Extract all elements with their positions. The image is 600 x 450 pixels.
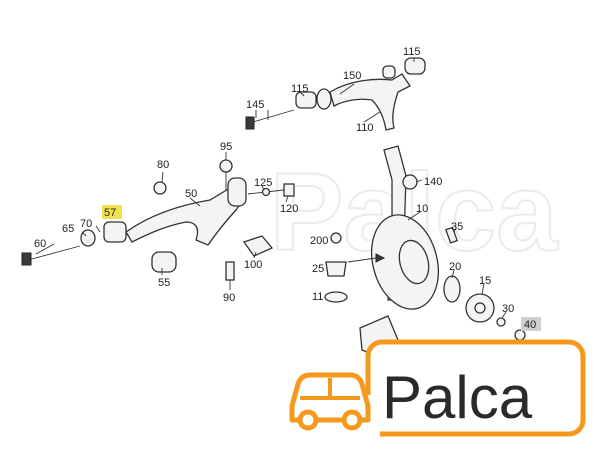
highlight-57	[102, 205, 122, 219]
ref-140: 140	[424, 176, 442, 188]
washer-125	[261, 187, 271, 197]
ref-110: 110	[356, 122, 374, 134]
ref-90: 90	[223, 292, 235, 304]
upper-arm-bushing-115b	[295, 91, 317, 109]
ref-30: 30	[502, 303, 514, 315]
palca-logo: Palca	[289, 339, 586, 437]
lower-arm-rear-bushing	[227, 177, 247, 207]
car-icon	[289, 372, 371, 431]
bushing-55	[151, 251, 177, 273]
logo-frame	[365, 339, 586, 437]
washer-100	[242, 235, 274, 257]
ref-115b: 115	[291, 83, 309, 95]
bolt-60	[27, 245, 81, 261]
nut-95	[219, 159, 233, 173]
ref-20: 20	[449, 261, 461, 273]
ball-joint-25	[325, 261, 347, 277]
ref-15: 15	[479, 275, 491, 287]
upper-control-arm	[329, 73, 411, 131]
ref-10: 10	[416, 203, 428, 215]
bolt-60-head	[21, 252, 32, 266]
upper-arm-bushing-150	[316, 88, 332, 110]
logo-text: Palca	[382, 364, 533, 431]
clamp-11	[324, 291, 348, 303]
ref-200: 200	[310, 235, 328, 247]
ref-120: 120	[280, 203, 298, 215]
ref-40: 40	[524, 319, 536, 331]
ref-100: 100	[244, 259, 262, 271]
ref-35: 35	[451, 221, 463, 233]
ref-25: 25	[312, 263, 324, 275]
ref-65: 65	[62, 223, 74, 235]
ref-11: 11	[312, 291, 323, 303]
upper-arm-bushing-115	[404, 57, 426, 75]
pin-35	[445, 226, 459, 244]
ref-60: 60	[34, 238, 46, 250]
washer-65	[80, 229, 96, 247]
upper-control-arm-group	[245, 57, 426, 131]
pointer-arrow	[347, 257, 377, 263]
upper-arm-bolt-head	[245, 116, 255, 130]
brake-disc-hub	[398, 239, 430, 285]
nut-40	[514, 329, 526, 341]
ref-labels: 115 150 145 115 110 95 80 50 125 120 140…	[34, 46, 536, 331]
lower-control-arm	[125, 187, 247, 246]
ref-70: 70	[80, 218, 92, 230]
leader-lines	[35, 58, 507, 319]
ref-115a: 115	[403, 46, 421, 58]
ref-125: 125	[254, 177, 272, 189]
ref-95: 95	[220, 141, 232, 153]
nut-200	[330, 232, 342, 244]
clip-30	[496, 317, 506, 327]
highlight-40	[521, 317, 541, 331]
bushing-57	[103, 221, 127, 243]
seal-20	[443, 275, 461, 303]
bolt-120	[283, 183, 295, 197]
ref-55: 55	[158, 277, 170, 289]
ref-50: 50	[185, 188, 197, 200]
ref-57: 57	[104, 207, 116, 219]
upper-arm-washer	[382, 65, 396, 79]
bolt-140	[402, 174, 418, 190]
bolt-90	[225, 261, 235, 281]
ref-145: 145	[246, 99, 264, 111]
lower-control-arm-group	[21, 159, 295, 281]
nut-80	[153, 181, 167, 195]
ref-80: 80	[157, 159, 169, 171]
ref-150: 150	[343, 70, 361, 82]
